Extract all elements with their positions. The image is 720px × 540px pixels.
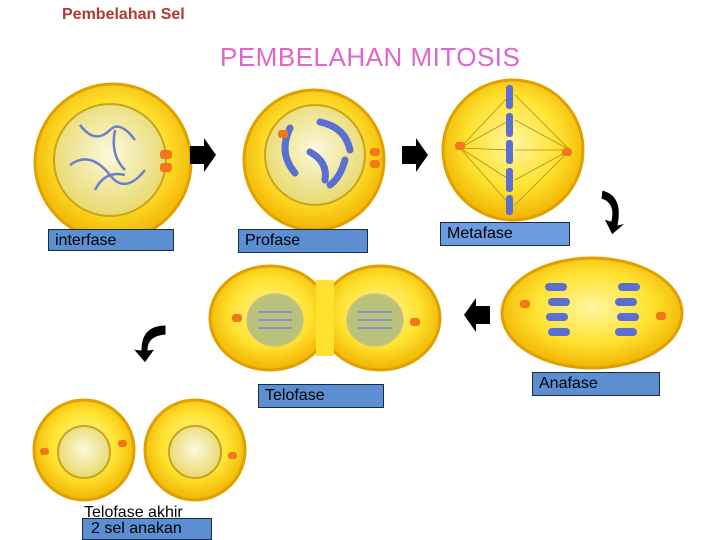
label-profase: Profase bbox=[238, 229, 368, 253]
page-title: PEMBELAHAN MITOSIS bbox=[220, 42, 521, 72]
cell-telofase bbox=[208, 264, 442, 372]
cell-metafase bbox=[441, 78, 585, 222]
cell-interfase bbox=[33, 82, 193, 242]
curved-arrow-down-icon bbox=[600, 189, 627, 236]
page-header: Pembelahan Sel bbox=[62, 6, 185, 23]
label-telofase: Telofase bbox=[258, 384, 384, 408]
arrow-right-icon bbox=[402, 138, 428, 172]
label-telofase-akhir-group: Telofase akhir 2 sel anakan bbox=[82, 504, 212, 540]
arrow-right-icon bbox=[190, 138, 216, 172]
arrow-left-icon bbox=[464, 298, 490, 332]
cell-anafase bbox=[500, 256, 684, 370]
label-interfase: interfase bbox=[48, 229, 174, 251]
cell-daughter-right bbox=[143, 398, 247, 502]
label-telofase-akhir: Telofase akhir bbox=[84, 504, 183, 521]
curved-arrow-down-icon bbox=[131, 324, 167, 364]
cell-profase bbox=[242, 88, 386, 232]
label-anafase: Anafase bbox=[532, 372, 660, 396]
label-metafase: Metafase bbox=[440, 222, 570, 246]
label-sel-anakan: 2 sel anakan bbox=[82, 518, 212, 540]
cell-daughter-left bbox=[32, 398, 136, 502]
